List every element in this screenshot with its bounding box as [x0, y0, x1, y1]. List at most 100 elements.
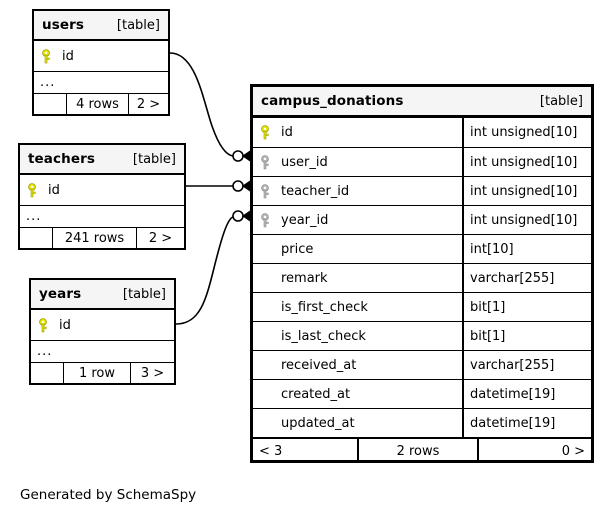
- table-teachers-name: teachers: [28, 151, 95, 167]
- table-campus_donations-tag: [table]: [539, 93, 583, 109]
- column-label-wrapper: id: [34, 41, 168, 71]
- footer-parents-count[interactable]: < 3: [259, 443, 283, 459]
- table-users-ellipsis-row: ...: [34, 71, 168, 93]
- column-name-cell: id: [253, 118, 462, 147]
- table-years-header: years [table]: [31, 280, 174, 310]
- table-users-header: users [table]: [34, 11, 168, 41]
- column-label-wrapper: id: [20, 175, 184, 205]
- footer-rows-count: 1 row: [63, 363, 130, 384]
- table-teachers-footer: 241 rows 2 >: [20, 227, 184, 249]
- footer-right-cell[interactable]: 2 >: [136, 228, 184, 249]
- column-name-text: id: [281, 125, 293, 140]
- column-name-text: is_last_check: [281, 328, 366, 344]
- table-users-name: users: [42, 17, 84, 33]
- column-name-cell: is_last_check: [253, 322, 462, 350]
- table-campus_donations-header: campus_donations [table]: [253, 87, 591, 118]
- column-name-text: price: [281, 241, 314, 257]
- footer-left-cell[interactable]: [20, 228, 52, 249]
- table-row[interactable]: remark varchar[255]: [253, 263, 591, 292]
- column-name-text: id: [48, 182, 60, 198]
- table-row[interactable]: id int unsigned[10]: [253, 118, 591, 147]
- table-years-name: years: [39, 286, 82, 302]
- table-users-tag: [table]: [116, 17, 160, 33]
- column-name-text: created_at: [281, 386, 351, 402]
- foreign-key-icon: [261, 154, 269, 169]
- table-campus_donations[interactable]: campus_donations [table] id int unsigned…: [250, 84, 594, 463]
- ellipsis-text: ...: [40, 75, 56, 90]
- table-teachers-column-id[interactable]: id: [20, 175, 184, 205]
- primary-key-icon: [28, 182, 36, 197]
- column-name-text: teacher_id: [281, 183, 350, 199]
- column-type-text: bit[1]: [462, 293, 591, 321]
- column-name-cell: received_at: [253, 351, 462, 379]
- table-row[interactable]: created_at datetime[19]: [253, 379, 591, 408]
- column-name-cell: user_id: [253, 148, 462, 176]
- table-row[interactable]: is_first_check bit[1]: [253, 292, 591, 321]
- primary-key-icon: [261, 125, 269, 140]
- table-users[interactable]: users [table] id ... 4 rows 2 >: [32, 9, 170, 116]
- table-years-ellipsis-row: ...: [31, 340, 174, 362]
- footer-rows-count: 2 rows: [357, 439, 477, 463]
- column-name-cell: created_at: [253, 380, 462, 408]
- footer-children-count[interactable]: 0 >: [477, 439, 591, 463]
- column-type-text: int unsigned[10]: [462, 177, 591, 205]
- generated-by-caption: Generated by SchemaSpy: [20, 487, 197, 503]
- table-years-footer: 1 row 3 >: [31, 362, 174, 384]
- footer-right-cell[interactable]: 3 >: [130, 363, 174, 384]
- column-name-cell: price: [253, 235, 462, 263]
- column-name-text: id: [62, 48, 74, 64]
- column-type-text: datetime[19]: [462, 380, 591, 408]
- table-users-footer: 4 rows 2 >: [34, 93, 168, 115]
- column-type-text: int[10]: [462, 235, 591, 263]
- table-row[interactable]: teacher_id int unsigned[10]: [253, 176, 591, 205]
- table-row[interactable]: user_id int unsigned[10]: [253, 147, 591, 176]
- table-teachers-tag: [table]: [132, 151, 176, 167]
- column-name-text: is_first_check: [281, 299, 368, 315]
- column-type-text: int unsigned[10]: [462, 206, 591, 234]
- relationship-teachers-campus_donations: [186, 180, 250, 192]
- column-name-text: id: [59, 317, 71, 333]
- column-type-text: varchar[255]: [462, 351, 591, 379]
- table-row[interactable]: price int[10]: [253, 234, 591, 263]
- footer-right-cell[interactable]: 2 >: [128, 94, 168, 115]
- footer-rows-count: 4 rows: [66, 94, 128, 115]
- foreign-key-icon: [261, 183, 269, 198]
- table-years-tag: [table]: [122, 286, 166, 302]
- column-name-cell: year_id: [253, 206, 462, 234]
- table-years[interactable]: years [table] id ... 1 row 3 >: [29, 278, 176, 385]
- column-name-text: updated_at: [281, 415, 355, 431]
- table-teachers-ellipsis-row: ...: [20, 205, 184, 227]
- column-name-cell: is_first_check: [253, 293, 462, 321]
- table-teachers[interactable]: teachers [table] id ... 241 rows 2 >: [18, 143, 186, 250]
- ellipsis-text: ...: [26, 209, 42, 224]
- table-row[interactable]: is_last_check bit[1]: [253, 321, 591, 350]
- column-name-text: year_id: [281, 212, 329, 228]
- table-row[interactable]: year_id int unsigned[10]: [253, 205, 591, 234]
- table-years-column-id[interactable]: id: [31, 310, 174, 340]
- footer-rows-count: 241 rows: [52, 228, 136, 249]
- ellipsis-text: ...: [37, 344, 53, 359]
- table-row[interactable]: received_at varchar[255]: [253, 350, 591, 379]
- column-type-text: int unsigned[10]: [462, 148, 591, 176]
- table-row[interactable]: updated_at datetime[19]: [253, 408, 591, 437]
- footer-left-cell[interactable]: [31, 363, 63, 384]
- table-users-column-id[interactable]: id: [34, 41, 168, 71]
- column-name-cell: updated_at: [253, 409, 462, 437]
- footer-left-cell[interactable]: [34, 94, 66, 115]
- column-type-text: bit[1]: [462, 322, 591, 350]
- table-campus_donations-name: campus_donations: [261, 93, 404, 109]
- table-campus_donations-footer: < 3 2 rows 0 >: [253, 437, 591, 463]
- column-label-wrapper: id: [31, 310, 174, 340]
- relationship-years-campus_donations: [175, 210, 250, 325]
- column-name-text: remark: [281, 270, 328, 286]
- primary-key-icon: [39, 317, 47, 332]
- column-type-text: varchar[255]: [462, 264, 591, 292]
- column-name-text: received_at: [281, 357, 357, 373]
- column-name-cell: remark: [253, 264, 462, 292]
- column-type-text: int unsigned[10]: [462, 118, 591, 147]
- column-name-text: user_id: [281, 154, 328, 170]
- foreign-key-icon: [261, 212, 269, 227]
- column-name-cell: teacher_id: [253, 177, 462, 205]
- primary-key-icon: [42, 48, 50, 63]
